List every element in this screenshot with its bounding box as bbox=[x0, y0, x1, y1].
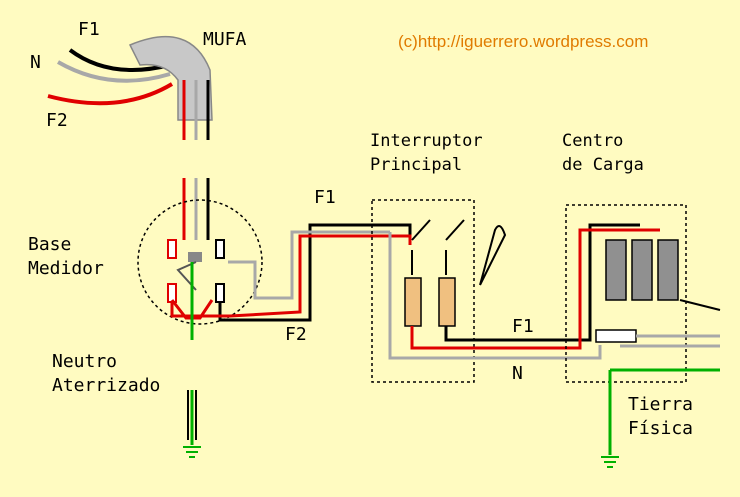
incoming-wires bbox=[47, 48, 174, 106]
conduit-wires bbox=[182, 80, 210, 240]
label-f2-mid: F2 bbox=[285, 324, 307, 345]
interruptor-switches bbox=[404, 219, 465, 327]
label-base-2: Medidor bbox=[28, 258, 104, 279]
mufa-shape bbox=[128, 35, 213, 121]
wire-f1-to-centro bbox=[444, 223, 640, 342]
label-neutro-1: Neutro bbox=[52, 351, 117, 372]
label-f1-right: F1 bbox=[512, 316, 534, 337]
label-centro-1: Centro bbox=[562, 131, 623, 151]
label-tierra-1: Tierra bbox=[628, 394, 693, 415]
meter-terminals bbox=[167, 239, 225, 303]
meter-neutral-link bbox=[176, 261, 197, 291]
wire-f1-to-interruptor bbox=[218, 223, 412, 322]
meter-base-circle bbox=[137, 199, 263, 325]
ground-symbol-right bbox=[601, 456, 619, 468]
label-f1-top: F1 bbox=[78, 19, 100, 40]
label-interruptor-1: Interruptor bbox=[370, 131, 483, 151]
label-tierra-2: Física bbox=[628, 418, 693, 439]
label-f2-top: F2 bbox=[46, 110, 68, 131]
switch-handle bbox=[479, 225, 507, 286]
wire-n-incoming bbox=[57, 60, 171, 83]
label-neutro-2: Aterrizado bbox=[52, 375, 160, 396]
wire-f2-to-interruptor bbox=[170, 234, 412, 318]
label-n-right: N bbox=[512, 363, 523, 384]
outgoing-wires bbox=[610, 299, 721, 372]
label-base-1: Base bbox=[28, 234, 71, 255]
ground-symbol-left bbox=[183, 446, 201, 458]
breakers bbox=[605, 239, 679, 301]
label-interruptor-2: Principal bbox=[370, 155, 462, 175]
wire-f2-incoming bbox=[47, 82, 174, 106]
interruptor-box bbox=[371, 199, 475, 383]
wire-n-to-centro bbox=[388, 232, 602, 360]
label-mufa: MUFA bbox=[203, 29, 247, 50]
label-centro-2: de Carga bbox=[562, 155, 644, 175]
centro-box bbox=[565, 204, 687, 383]
neutral-bar bbox=[595, 329, 637, 343]
wire-f1-incoming bbox=[68, 48, 171, 72]
credit-text: (c)http://iguerrero.wordpress.com bbox=[398, 32, 648, 51]
wire-f2-to-centro bbox=[410, 228, 660, 350]
label-n-top: N bbox=[30, 52, 41, 73]
wire-n-to-interruptor bbox=[228, 230, 390, 300]
label-f1-mid: F1 bbox=[314, 187, 336, 208]
